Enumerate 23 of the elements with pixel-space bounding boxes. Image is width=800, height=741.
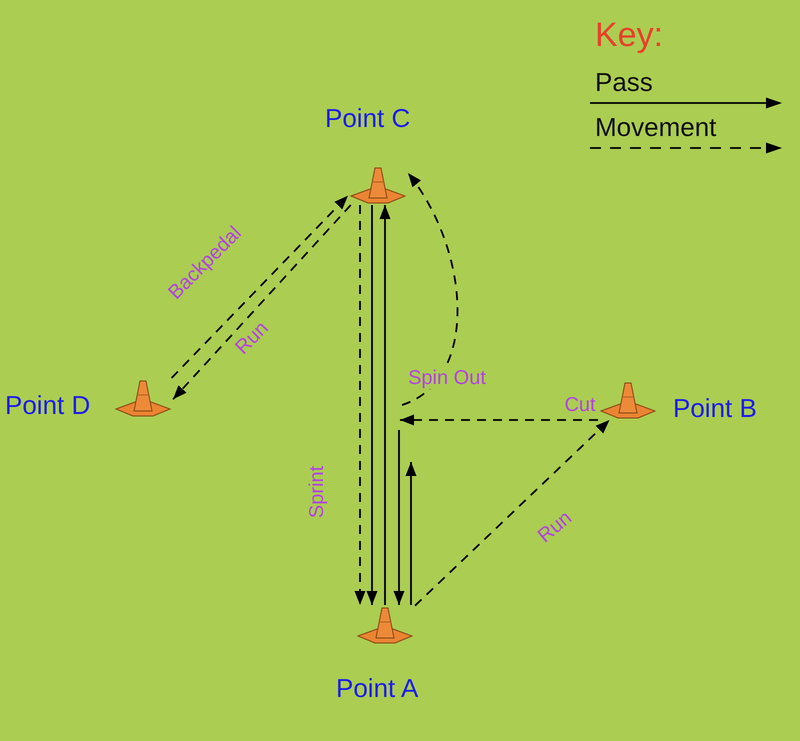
- key-title: Key:: [595, 16, 664, 55]
- point-label: Point D: [5, 390, 90, 422]
- point-label: Point B: [673, 393, 757, 424]
- movement-arrow: [414, 419, 610, 606]
- point-label: Point C: [325, 103, 410, 134]
- movement-arrow: [354, 205, 366, 605]
- movement-arrow: [402, 172, 458, 406]
- movement-arrow: [170, 194, 349, 379]
- edge-label: Sprint: [306, 464, 328, 520]
- cone-icon: [348, 165, 408, 205]
- movement-arrow: [400, 414, 598, 426]
- movement-arrow: [172, 204, 352, 400]
- cone-icon: [113, 378, 173, 418]
- cone-icon: [355, 605, 415, 645]
- legend-text: Pass: [595, 68, 653, 98]
- pass-arrow: [366, 205, 378, 605]
- legend-text: Movement: [595, 113, 716, 143]
- edge-label: Spin Out: [406, 367, 488, 389]
- point-label: Point A: [336, 673, 418, 704]
- cone-icon: [598, 380, 658, 420]
- pass-arrow: [406, 462, 416, 605]
- pass-arrow: [380, 205, 390, 605]
- pass-arrow: [394, 430, 404, 605]
